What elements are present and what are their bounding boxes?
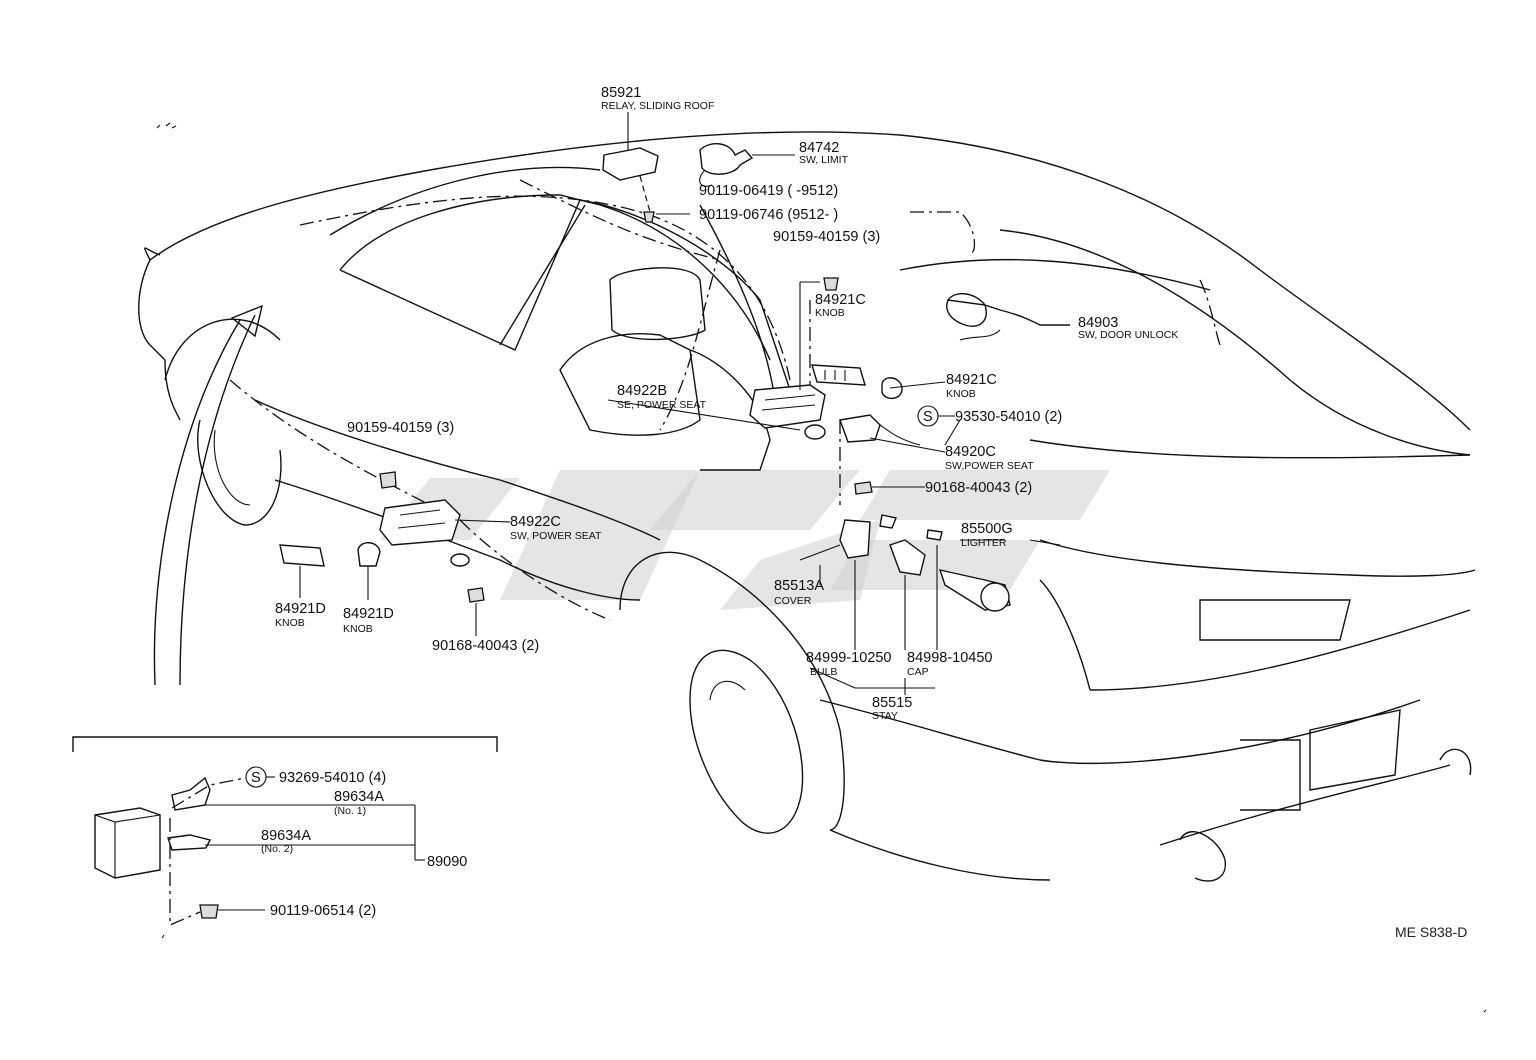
- inset-90119-06514-part: 90119-06514 (2): [270, 903, 376, 919]
- callout-84922B-desc: SE, POWER SEAT: [617, 399, 707, 411]
- diagram-code: ME S838-D: [1395, 924, 1467, 940]
- callout-93530-54010-part: 93530-54010 (2): [955, 409, 1062, 425]
- knob-d-right-part: [357, 542, 381, 567]
- screw-part-right: [854, 481, 873, 495]
- callout-84998-10450-part: 84998-10450: [907, 650, 992, 666]
- callout-84922C-desc: SW, POWER SEAT: [510, 530, 602, 542]
- watermark-logo: [380, 470, 1110, 610]
- screw-part-left: [467, 587, 485, 603]
- inset-89634A-1-desc: (No. 1): [334, 805, 366, 817]
- inset-89634A-2-desc: (No. 2): [261, 843, 293, 855]
- callout-84921D-b-part: 84921D: [343, 606, 394, 622]
- inset-89634A-2-part: 89634A: [261, 828, 311, 844]
- power-seat-switch-c-left-part: [379, 471, 470, 567]
- door-unlock-switch-part: [946, 293, 1070, 341]
- callout-90119-06419-part: 90119-06419 ( -9512): [699, 183, 838, 199]
- power-seat-switch-c-part: [839, 414, 921, 446]
- callout-84920C-desc: SW,POWER SEAT: [945, 460, 1034, 472]
- relay-sliding-roof-part: [602, 112, 659, 213]
- limit-switch-part: [699, 143, 795, 187]
- car-body-outline: [138, 131, 1476, 882]
- callout-84921C-right-part: 84921C: [946, 372, 997, 388]
- leader-lines: [299, 281, 1061, 695]
- callout-90168-40043-right-part: 90168-40043 (2): [925, 480, 1032, 496]
- screw-s-symbol: S: [923, 409, 933, 425]
- callout-84903-desc: SW, DOOR UNLOCK: [1078, 329, 1178, 341]
- callout-84999-10250-part: 84999-10250: [806, 650, 891, 666]
- inset-93269-54010-part: 93269-54010 (4): [279, 770, 386, 786]
- screw-part: [643, 211, 690, 223]
- callout-84921C-top-desc: KNOB: [815, 307, 845, 319]
- callout-85515-part: 85515: [872, 695, 912, 711]
- cover-part: [839, 514, 897, 559]
- callout-85500G-desc: LIGHTER: [961, 537, 1007, 549]
- stray-marks: [156, 122, 1487, 1013]
- callout-84921C-top-part: 84921C: [815, 292, 866, 308]
- callout-84742-part: 84742: [799, 140, 839, 156]
- callout-84903-part: 84903: [1078, 315, 1118, 331]
- screw-s-symbol-inset: S: [251, 770, 261, 786]
- callout-84922C-part: 84922C: [510, 514, 561, 530]
- callout-85500G-part: 85500G: [961, 521, 1013, 537]
- callout-84921D-a-part: 84921D: [275, 601, 326, 617]
- callout-85513A-part: 85513A: [774, 578, 824, 594]
- inset-89634A-1-part: 89634A: [334, 789, 384, 805]
- callout-90159-40159-left-part: 90159-40159 (3): [347, 420, 454, 436]
- callout-84922B-part: 84922B: [617, 383, 667, 399]
- callout-85921-desc: RELAY, SLIDING ROOF: [601, 100, 714, 112]
- callout-labels: 85921 RELAY, SLIDING ROOF 84742 SW, LIMI…: [275, 85, 1178, 722]
- callout-84998-10450-desc: CAP: [907, 666, 929, 678]
- callout-90159-40159-top-part: 90159-40159 (3): [773, 229, 880, 245]
- knob-c-top-part: [811, 277, 866, 386]
- callout-84920C-part: 84920C: [945, 444, 996, 460]
- callout-84921C-right-desc: KNOB: [946, 388, 976, 400]
- lighter-part: [938, 569, 1011, 612]
- callout-85515-desc: STAY: [872, 710, 898, 722]
- cap-bulb-part: [889, 529, 943, 576]
- knob-d-left-part: [279, 544, 325, 567]
- inset-labels: S 93269-54010 (4) 89634A (No. 1) 89634A …: [251, 770, 467, 919]
- callout-84742-desc: SW, LIMIT: [799, 154, 849, 166]
- callout-85921-part: 85921: [601, 85, 641, 101]
- callout-84921D-b-desc: KNOB: [343, 623, 373, 635]
- callout-84921D-a-desc: KNOB: [275, 617, 305, 629]
- inset-panel: [72, 736, 498, 926]
- callout-90119-06746-part: 90119-06746 (9512- ): [699, 207, 838, 223]
- callout-90168-40043-left-part: 90168-40043 (2): [432, 638, 539, 654]
- inset-89090-part: 89090: [427, 854, 467, 870]
- callout-84999-10250-desc: BULB: [810, 666, 837, 678]
- power-seat-switch-assembly-b: [749, 384, 826, 440]
- callout-85513A-desc: COVER: [774, 595, 812, 607]
